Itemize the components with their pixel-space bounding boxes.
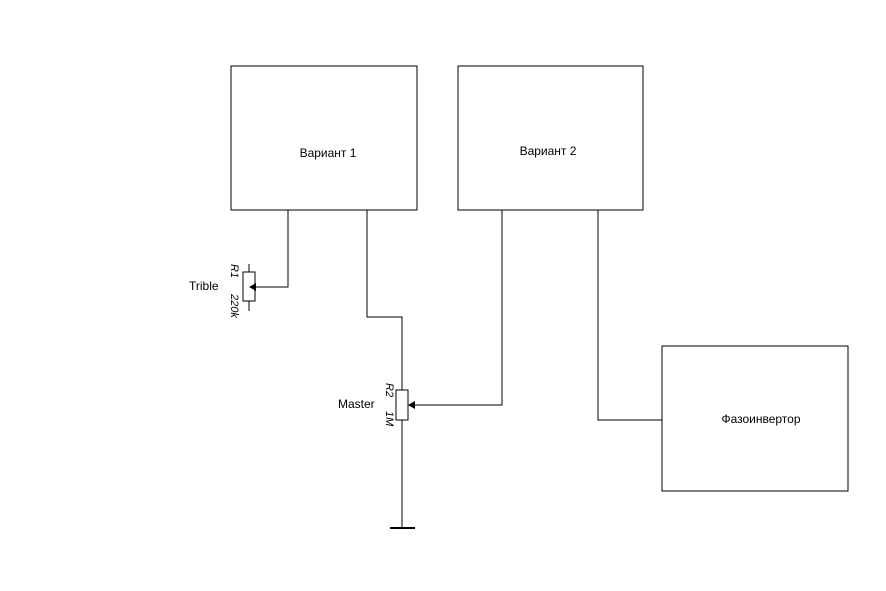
variant1-box (230, 65, 418, 211)
r1-ref-label: R1 (228, 264, 240, 278)
r1-value-label: 220k (228, 293, 240, 318)
variant1-label: Вариант 1 (300, 146, 357, 160)
variant2-label: Вариант 2 (520, 144, 577, 158)
wire-variant2-to-r2-wiper (412, 210, 503, 406)
phase-inverter-block: Фазоинвертор (661, 345, 849, 492)
resistor-r1: R1 220k Trible (189, 264, 256, 318)
r2-body (395, 389, 409, 421)
phase-inverter-box (661, 345, 849, 492)
r2-ref-label: R2 (383, 383, 395, 397)
variant2-box (457, 65, 644, 211)
wire-variant1-to-r1-wiper (255, 210, 289, 288)
wire-variant1-to-r2-top (366, 210, 403, 390)
r1-name-label: Trible (189, 279, 219, 293)
wire-variant2-to-phase-inverter (597, 210, 662, 421)
r2-wiper-arrow (408, 401, 415, 409)
phase-inverter-label: Фазоинвертор (721, 412, 800, 426)
r2-value-label: 1M (383, 411, 395, 427)
r2-name-label: Master (338, 397, 375, 411)
resistor-r2: R2 1M Master (338, 383, 415, 427)
variant2-block: Вариант 2 (457, 65, 644, 211)
r1-wiper-arrow (249, 283, 256, 291)
variant1-block: Вариант 1 (230, 65, 418, 211)
